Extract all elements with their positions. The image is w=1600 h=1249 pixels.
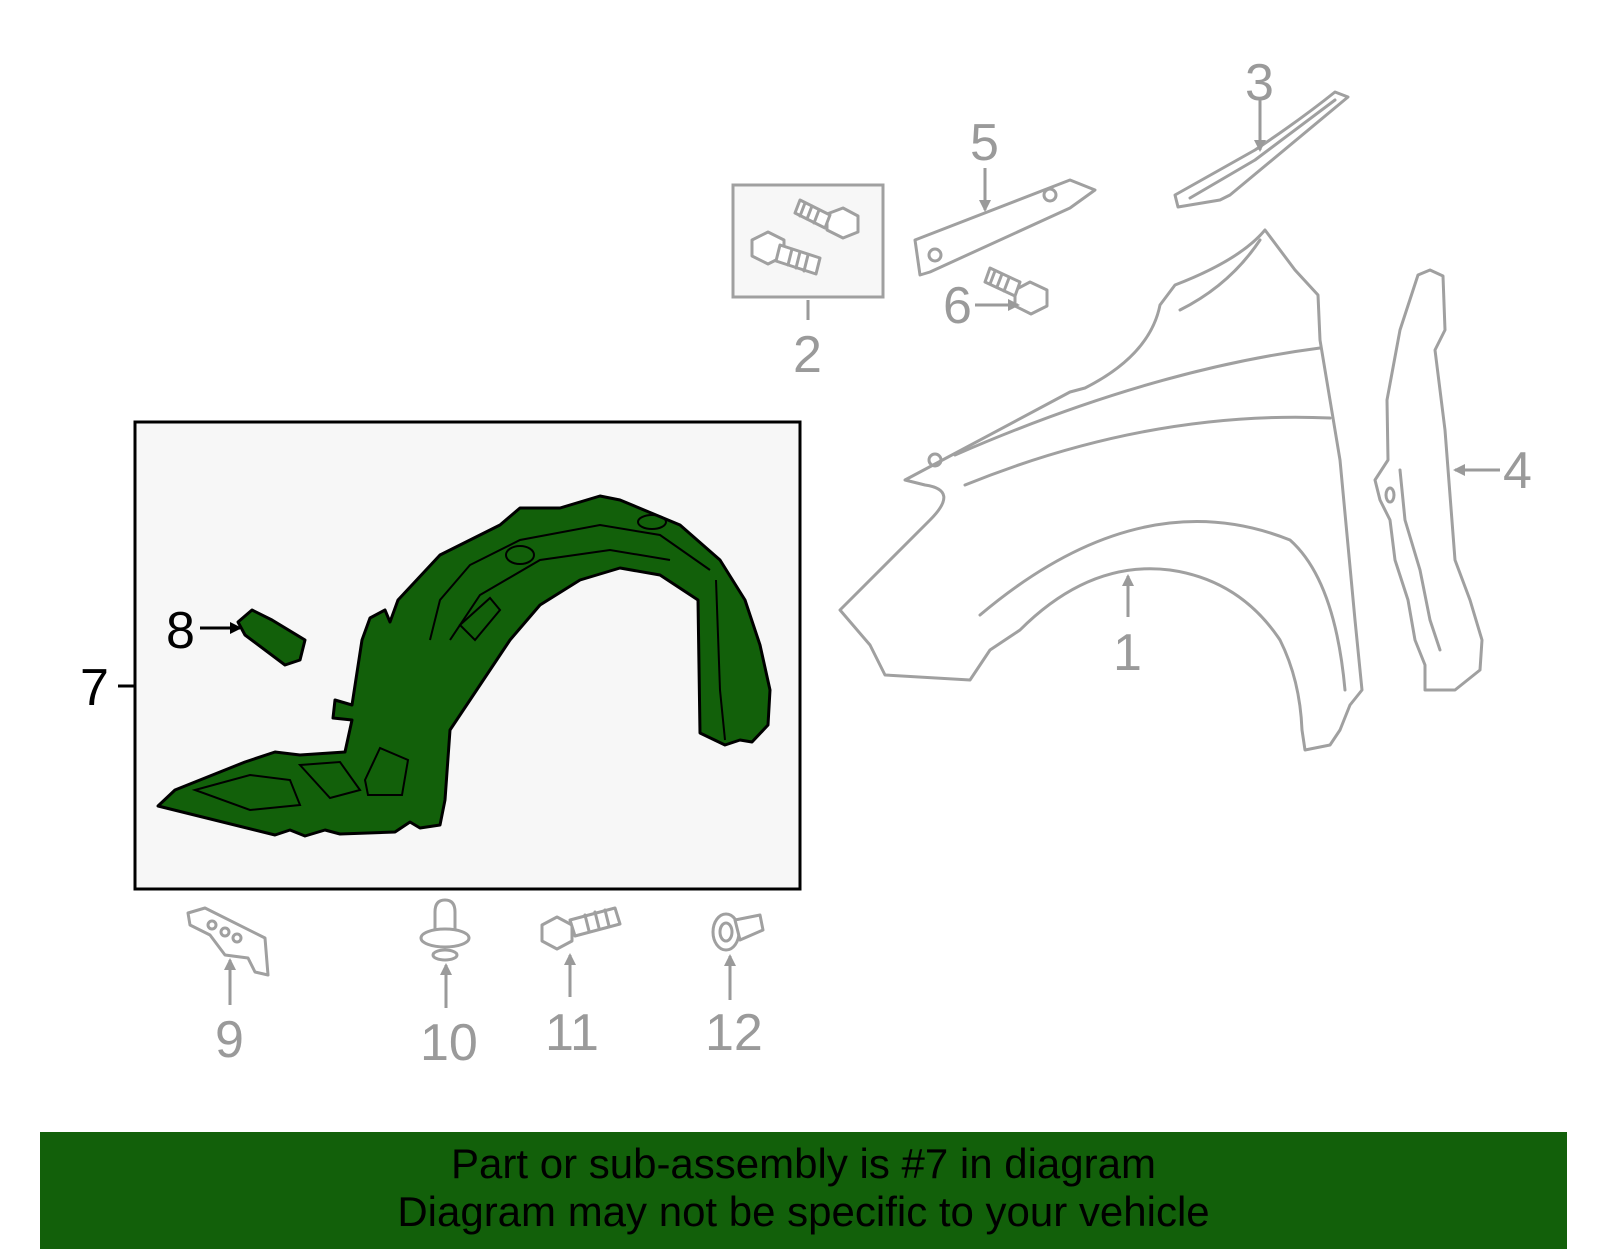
- callout-9: 9: [215, 1011, 244, 1069]
- callout-2: 2: [793, 326, 822, 384]
- callout-4: 4: [1503, 442, 1532, 500]
- callout-8: 8: [166, 602, 195, 660]
- part-9-bracket[interactable]: [186, 906, 270, 977]
- banner-line-1: Part or sub-assembly is #7 in diagram: [451, 1140, 1156, 1187]
- part-1-fender[interactable]: [838, 228, 1364, 752]
- callout-7: 7: [80, 659, 109, 717]
- callout-12: 12: [705, 1004, 763, 1062]
- bolt-icon: [750, 230, 822, 276]
- callout-10: 10: [420, 1014, 478, 1072]
- callout-6: 6: [943, 277, 972, 335]
- part-2-bolt-kit[interactable]: [731, 183, 885, 299]
- part-4-side-seal[interactable]: [1373, 268, 1484, 692]
- callout-1: 1: [1113, 624, 1142, 682]
- part-7-fender-liner-group[interactable]: [133, 420, 802, 891]
- info-banner: Part or sub-assembly is #7 in diagram Di…: [40, 1132, 1567, 1249]
- bolt-icon: [793, 198, 860, 240]
- callout-5: 5: [970, 114, 999, 172]
- part-11-bolt[interactable]: [540, 906, 622, 951]
- callout-3: 3: [1245, 54, 1274, 112]
- part-5-fender-bracket[interactable]: [913, 178, 1097, 277]
- callout-11: 11: [545, 1004, 599, 1062]
- part-8-liner-clip[interactable]: [236, 608, 307, 667]
- banner-line-2: Diagram may not be specific to your vehi…: [397, 1188, 1210, 1235]
- part-12-nut[interactable]: [711, 912, 765, 952]
- part-6-bolt[interactable]: [983, 266, 1049, 316]
- part-10-push-clip[interactable]: [419, 898, 471, 962]
- fender-liner[interactable]: [156, 494, 772, 838]
